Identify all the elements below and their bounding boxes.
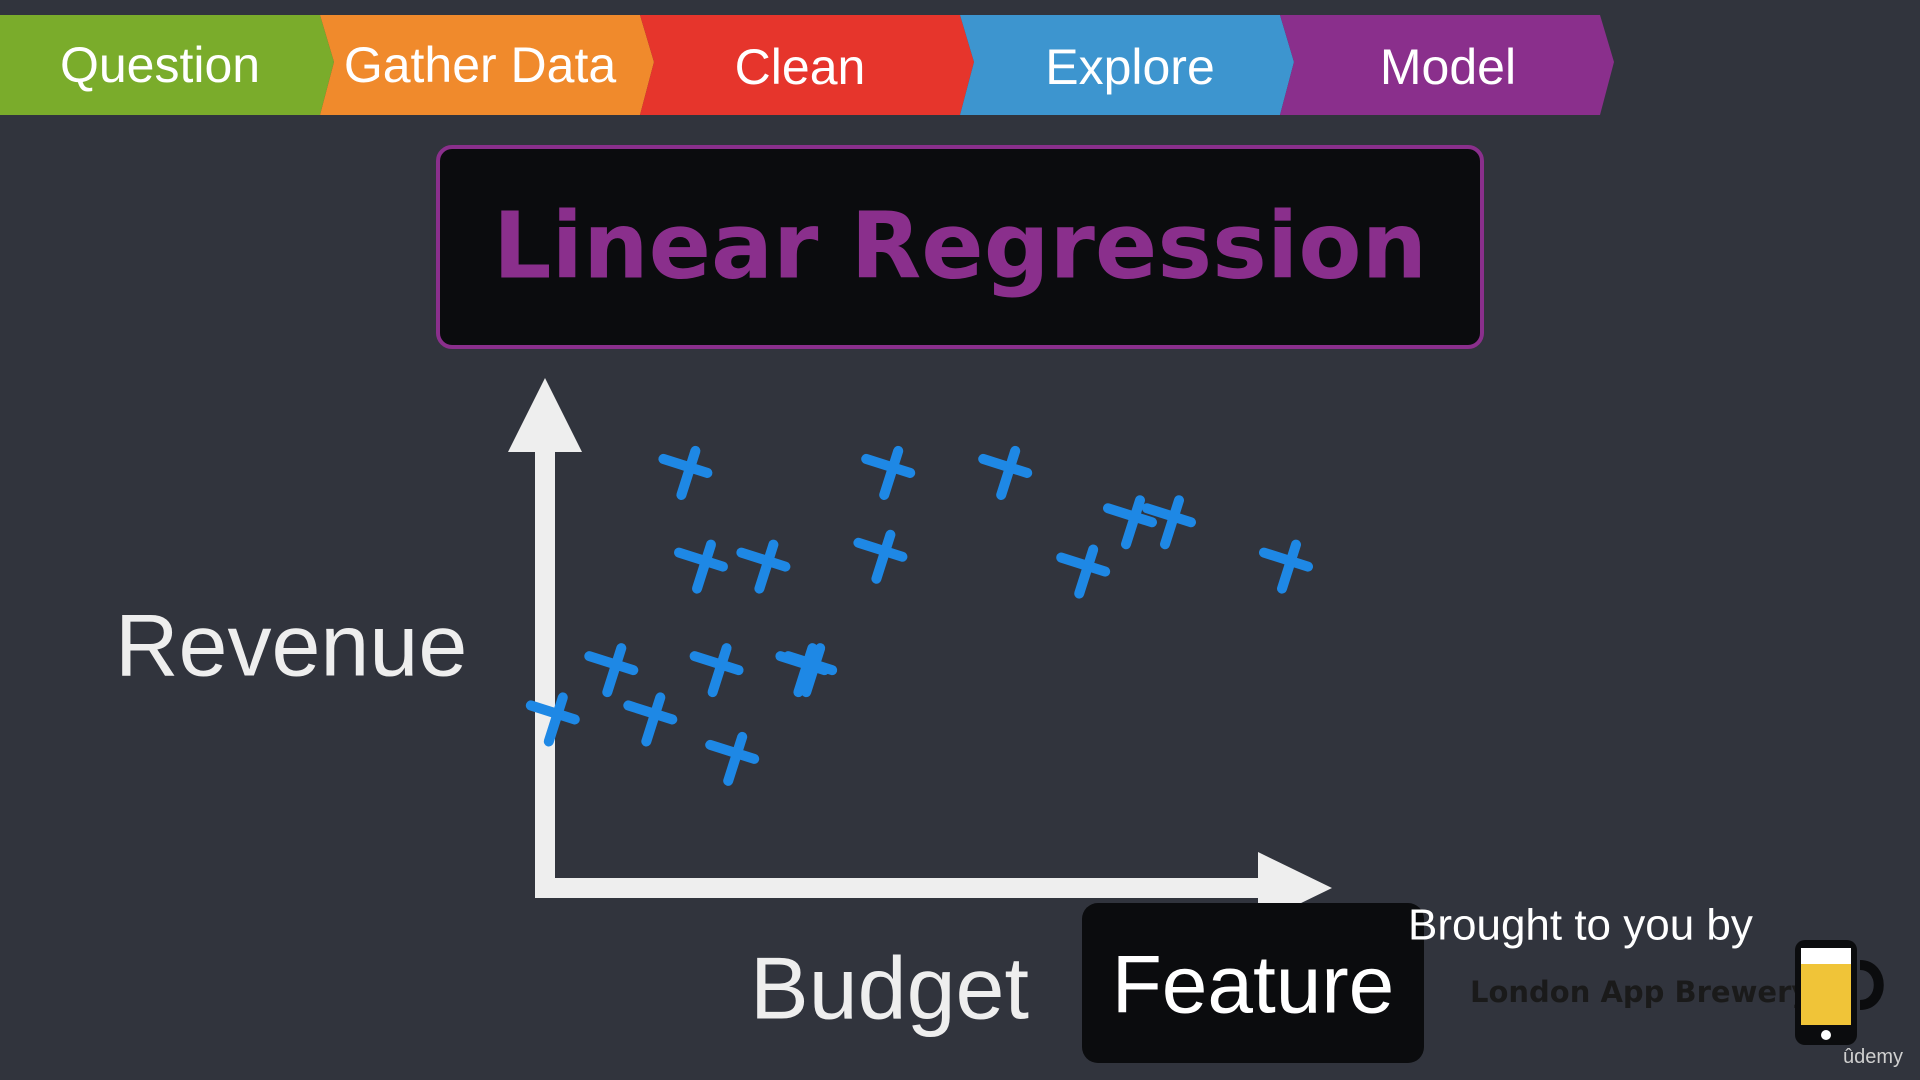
data-point [861, 445, 916, 500]
data-point [689, 643, 744, 698]
workflow-step-label: Gather Data [344, 37, 617, 93]
brand-name: London App Brewery [1470, 975, 1810, 1009]
data-point [658, 445, 713, 500]
data-point [853, 529, 908, 584]
data-point [783, 643, 838, 698]
data-point [584, 643, 639, 698]
feature-badge-label: Feature [1112, 940, 1395, 1031]
scatter-points [525, 445, 1313, 786]
workflow-step-question [0, 15, 334, 115]
feature-badge [1082, 903, 1424, 1063]
title-box [436, 145, 1484, 349]
workflow-step-clean [640, 15, 974, 115]
data-point [705, 731, 760, 786]
workflow-step-label: Model [1380, 39, 1516, 95]
data-point [1056, 544, 1111, 599]
data-point [978, 445, 1033, 500]
x-axis-label: Budget [750, 939, 1029, 1038]
workflow-banner: Question Gather Data Clean Explore Model [0, 15, 1614, 115]
credit-text: Brought to you by [1408, 901, 1753, 950]
workflow-step-gather-data [320, 15, 654, 115]
scatter-chart: Revenue Budget [115, 378, 1332, 1038]
beer-mug-phone-icon [1795, 940, 1884, 1045]
slide-title: Linear Regression [493, 193, 1427, 300]
y-axis-label: Revenue [115, 596, 467, 695]
data-point [736, 539, 791, 594]
workflow-step-label: Clean [735, 39, 866, 95]
brand-highlight [1465, 963, 1790, 1021]
y-axis-arrowhead [508, 378, 582, 452]
data-point [674, 539, 728, 594]
data-point [1142, 495, 1196, 550]
workflow-step-model [1280, 15, 1614, 115]
data-point [1259, 539, 1313, 594]
data-point [1103, 495, 1157, 550]
udemy-logo: ûdemy [1843, 1046, 1903, 1068]
workflow-step-explore [960, 15, 1294, 115]
data-point [623, 692, 678, 747]
workflow-step-label: Question [60, 37, 260, 93]
data-point [525, 692, 580, 747]
workflow-step-label: Explore [1045, 39, 1215, 95]
